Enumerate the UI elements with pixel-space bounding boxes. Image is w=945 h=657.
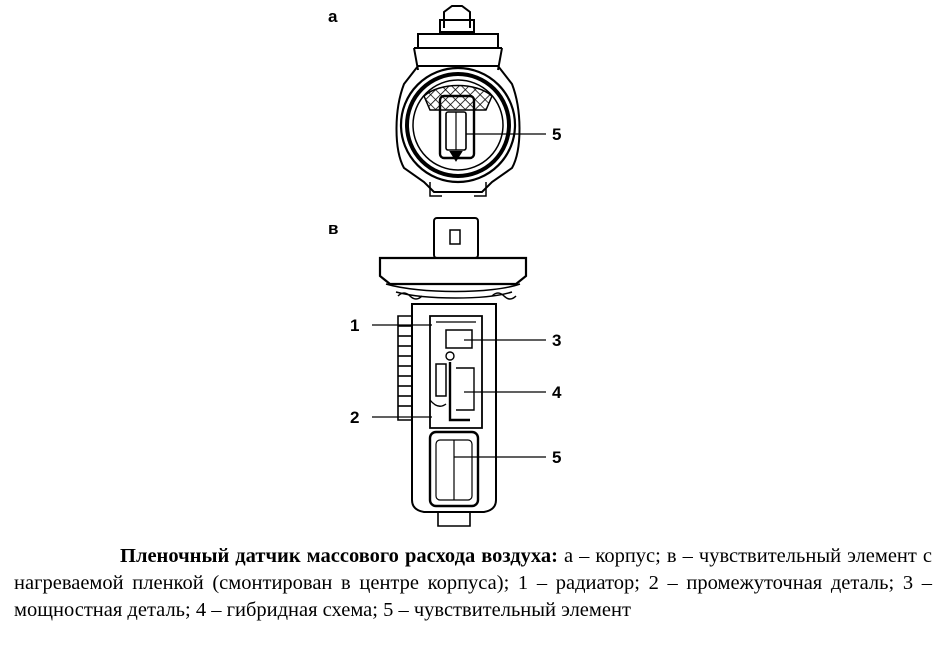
callout-b2-label: 2 xyxy=(350,408,359,427)
callout-b5-label: 5 xyxy=(552,448,561,467)
callout-a5-label: 5 xyxy=(552,125,561,144)
callout-b1-label: 1 xyxy=(350,316,359,335)
callout-b4-label: 4 xyxy=(552,383,562,402)
caption-title: Пленочный датчик массового расхода возду… xyxy=(120,545,558,567)
radiator-fins xyxy=(397,315,412,421)
callout-lines-b xyxy=(372,324,546,458)
sensor-diagram: а в 5 1 2 3 4 5 xyxy=(328,5,562,527)
view-b-sensing-element xyxy=(378,217,528,527)
figure-caption: Пленочный датчик массового расхода возду… xyxy=(14,543,932,624)
view-b-label: в xyxy=(328,219,338,238)
callout-b3-label: 3 xyxy=(552,331,561,350)
view-a-housing xyxy=(395,5,521,197)
view-a-label: а xyxy=(328,7,338,26)
caption-text: а – корпус; в – чувствительный элемент с… xyxy=(14,545,932,621)
